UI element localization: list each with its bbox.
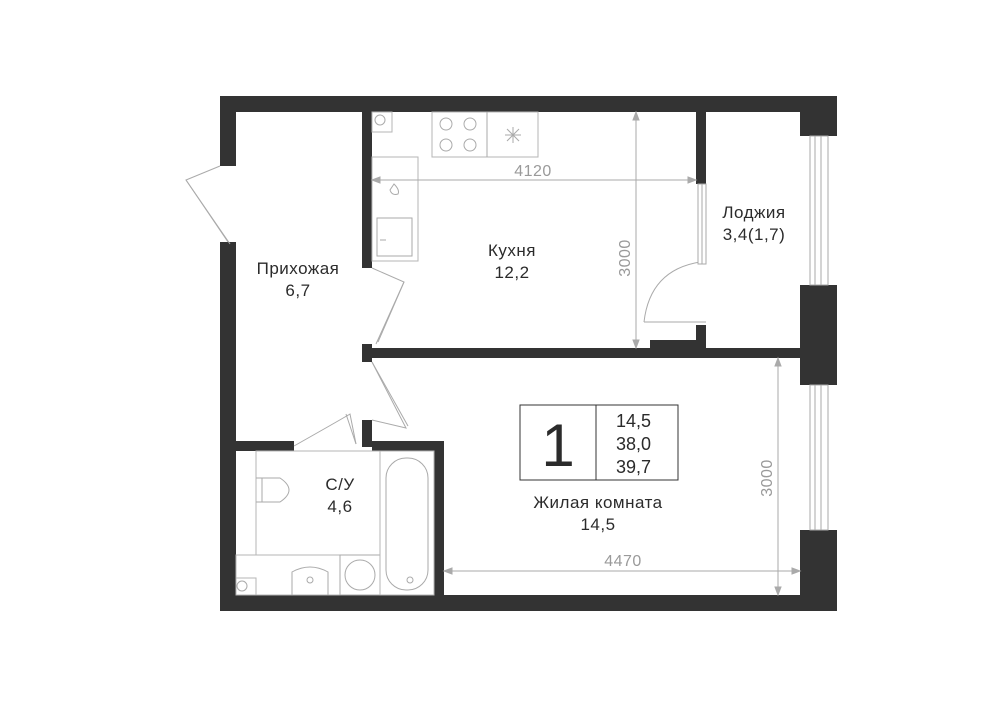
kitchen-width-dimension: 4120 [514, 163, 552, 180]
dimension-lines [370, 110, 802, 597]
room-count: 1 [541, 412, 574, 479]
living-area-value: 14,5 [616, 411, 651, 431]
water-drop-icon [389, 183, 399, 195]
bathtub-icon [379, 450, 435, 596]
bathroom-name: С/У [325, 475, 354, 494]
doors [185, 165, 707, 447]
total-area-with-loggia-value: 39,7 [616, 457, 651, 477]
washbasin-icon [291, 566, 329, 595]
kitchen-sink-icon [376, 217, 413, 257]
total-area-value: 38,0 [616, 434, 651, 454]
living-width-dimension: 4470 [604, 553, 642, 570]
living-room-area: 14,5 [580, 515, 615, 534]
kitchen-name: Кухня [488, 241, 536, 260]
stove-icon [439, 117, 477, 152]
living-room-name: Жилая комната [533, 493, 662, 512]
hallway-area: 6,7 [285, 281, 310, 300]
loggia-name: Лоджия [722, 203, 785, 222]
fixtures [235, 111, 539, 596]
toilet-icon [256, 477, 290, 503]
living-depth-dimension: 3000 [759, 459, 776, 497]
loggia-area: 3,4(1,7) [723, 225, 786, 244]
hallway-name: Прихожая [257, 259, 340, 278]
fan-icon [505, 127, 521, 143]
walls [220, 96, 837, 611]
windows [809, 135, 829, 531]
summary-box: 1 14,5 38,0 39,7 [519, 404, 679, 481]
drain-icon [236, 580, 248, 592]
kitchen-depth-dimension: 3000 [617, 239, 634, 277]
bathroom-area: 4,6 [327, 497, 352, 516]
kitchen-area: 12,2 [494, 263, 529, 282]
